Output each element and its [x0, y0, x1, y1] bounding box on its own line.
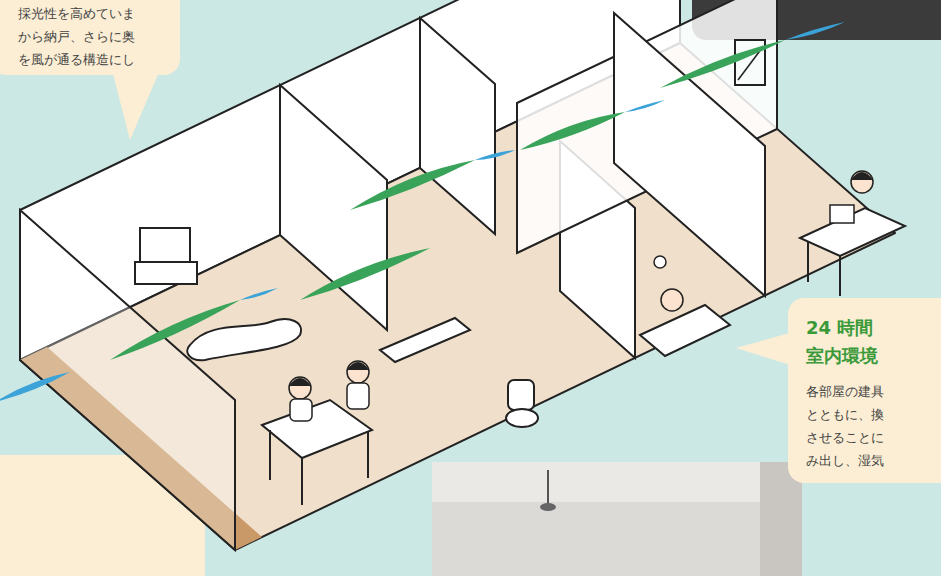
laptop [830, 205, 854, 223]
partition-wall [280, 85, 387, 330]
wind-swoosh [300, 248, 430, 300]
wind-swoosh [240, 288, 278, 300]
callout-heading: 24 時間 室内環境 [806, 314, 916, 370]
person-hair [851, 172, 873, 180]
callout-text: 各部屋の建具 とともに、換 させることに み出し、湿気 [806, 380, 916, 472]
person-worker [851, 171, 873, 193]
wind-swoosh [785, 22, 845, 40]
table-leg [367, 432, 369, 478]
shower-head [654, 256, 666, 268]
pendant-cord [547, 470, 549, 505]
person-mother [347, 361, 369, 383]
wind-swoosh [660, 40, 785, 88]
toilet-tank [508, 380, 534, 410]
wind-swoosh [475, 150, 515, 160]
bubble-tail [112, 70, 160, 140]
kitchen-counter [380, 318, 470, 362]
toilet-bowl [506, 409, 538, 427]
person-body [347, 383, 369, 409]
callout-text: 採光性を高めていま から納戸、さらに奥 を風が通る構造にし [18, 2, 153, 71]
table-leg [301, 458, 303, 505]
person-hair [347, 362, 369, 370]
bathtub [640, 305, 730, 356]
table-leg [269, 430, 271, 480]
partition-wall [420, 18, 495, 234]
photo-ceiling [432, 462, 802, 502]
tv [140, 228, 190, 262]
callout-bubble: 24 時間 室内環境各部屋の建具 とともに、換 させることに み出し、湿気 [788, 298, 941, 483]
wind-swoosh [0, 372, 70, 402]
callout-bubble: 採光性を高めていま から納戸、さらに奥 を風が通る構造にし [0, 0, 180, 75]
wind-swoosh [110, 300, 240, 360]
tv-stand [135, 262, 197, 284]
room-photo [432, 462, 802, 576]
sofa [187, 319, 301, 360]
person-child [289, 377, 311, 399]
person-hair [289, 378, 311, 386]
wind-swoosh [350, 160, 475, 210]
wind-swoosh [520, 112, 625, 150]
wind-swoosh [625, 100, 665, 112]
desk-leg [839, 256, 841, 296]
desk-leg [807, 242, 809, 282]
pendant-lamp [540, 503, 556, 511]
person-body [290, 399, 312, 421]
person-bather [661, 289, 683, 311]
